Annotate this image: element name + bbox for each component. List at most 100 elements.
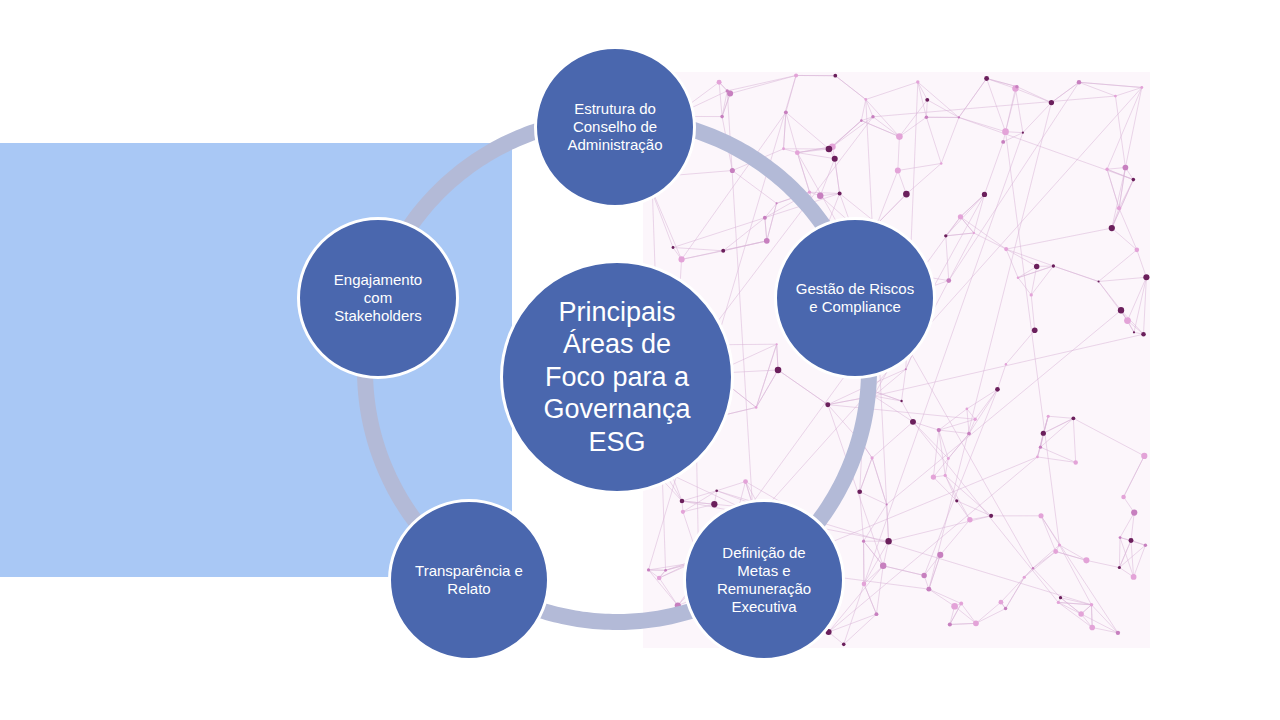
network-line — [1112, 167, 1126, 228]
circle-fill — [502, 262, 733, 493]
network-line — [898, 137, 900, 171]
network-line — [1006, 132, 1060, 545]
network-dot — [826, 146, 833, 153]
network-dot — [982, 192, 987, 197]
network-line — [1043, 416, 1048, 433]
network-dot — [1053, 549, 1058, 554]
network-line — [1056, 551, 1087, 560]
network-line — [967, 409, 975, 419]
network-dot — [948, 622, 952, 626]
network-line — [860, 492, 887, 505]
network-line — [959, 78, 987, 117]
network-line — [1041, 516, 1118, 633]
network-dot — [940, 162, 943, 165]
network-line — [1121, 310, 1143, 334]
network-dot — [871, 115, 874, 118]
ring-connector — [691, 129, 825, 227]
network-dot — [1071, 416, 1075, 420]
network-dot — [678, 256, 684, 262]
network-line — [874, 396, 913, 422]
network-dot — [775, 367, 782, 374]
network-line — [877, 194, 906, 224]
network-line — [730, 75, 796, 93]
network-dot — [1118, 566, 1121, 569]
network-dot — [1114, 95, 1117, 98]
network-dot — [857, 489, 862, 494]
circle-fill — [299, 219, 458, 378]
ring-connector — [817, 373, 869, 523]
network-line — [844, 584, 864, 644]
network-dot — [896, 133, 903, 140]
network-line — [945, 458, 948, 475]
network-line — [1125, 87, 1141, 167]
network-dot — [951, 603, 958, 610]
network-line — [926, 117, 958, 118]
network-line — [1119, 540, 1131, 567]
network-line — [1043, 416, 1048, 433]
network-dot — [1121, 495, 1126, 500]
network-dot — [1022, 132, 1024, 134]
network-line — [756, 344, 777, 407]
network-dot — [955, 499, 958, 502]
network-line — [1041, 516, 1056, 552]
network-dot — [959, 602, 963, 606]
network-dot — [1077, 80, 1082, 85]
network-line — [974, 194, 985, 233]
network-line — [1053, 266, 1098, 281]
ring-connector — [409, 130, 539, 227]
network-line — [835, 159, 840, 194]
network-line — [1006, 249, 1018, 278]
network-line — [877, 194, 906, 224]
network-dot — [916, 80, 919, 83]
network-line — [659, 578, 678, 606]
network-line — [866, 82, 918, 99]
network-dot — [784, 110, 788, 114]
network-dot — [910, 419, 916, 425]
network-line — [984, 142, 1003, 195]
circle-fill — [776, 219, 935, 378]
network-line — [872, 422, 913, 458]
network-line — [828, 405, 975, 420]
network-line — [1079, 82, 1142, 87]
network-dot — [1117, 206, 1121, 210]
network-line — [918, 82, 927, 117]
network-dot — [1002, 128, 1009, 135]
network-dot — [871, 456, 874, 459]
network-dot — [1141, 332, 1146, 337]
network-line — [1099, 250, 1137, 282]
network-line — [829, 457, 1038, 632]
network-dot — [1039, 445, 1042, 448]
network-dot — [832, 156, 838, 162]
network-dot — [903, 191, 910, 198]
network-line — [722, 94, 730, 117]
network-dot — [999, 600, 1004, 605]
focus-label: Gestão de Riscos e Compliance — [795, 280, 915, 316]
network-line — [1031, 266, 1053, 295]
network-dot — [1131, 509, 1137, 515]
network-dot — [1047, 415, 1050, 418]
network-line — [929, 589, 961, 603]
network-dot — [776, 202, 778, 204]
network-line — [863, 541, 864, 584]
network-dot — [1041, 431, 1046, 436]
network-line — [864, 504, 887, 541]
network-line — [864, 541, 889, 584]
network-line — [927, 100, 959, 118]
network-line — [949, 82, 1079, 280]
network-line — [723, 241, 767, 251]
network-dot — [657, 576, 662, 581]
network-dot — [860, 119, 863, 122]
network-line — [777, 344, 778, 370]
network-line — [723, 241, 767, 251]
circle-fill — [390, 501, 549, 660]
network-line — [955, 606, 976, 623]
network-line — [960, 194, 984, 216]
network-dot — [925, 98, 929, 102]
network-line — [959, 117, 1133, 179]
network-line — [939, 409, 967, 430]
network-line — [1073, 418, 1144, 456]
network-line — [1119, 167, 1125, 208]
network-line — [946, 233, 974, 236]
network-line — [1107, 169, 1119, 208]
network-dot — [1038, 513, 1043, 518]
